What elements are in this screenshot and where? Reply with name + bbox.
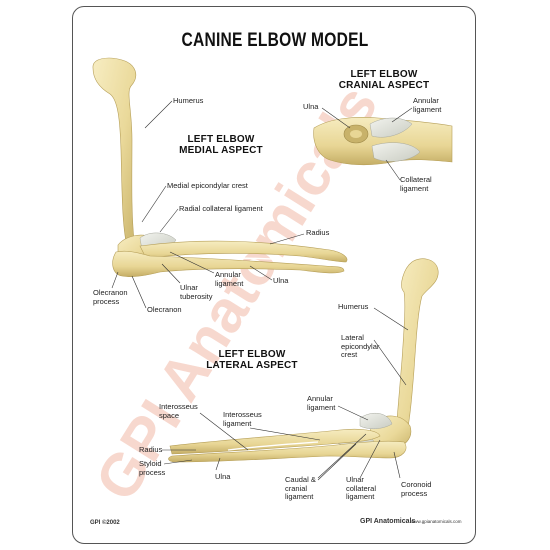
label-ulnar-collateral-ligament: Ulnar collateral ligament xyxy=(346,475,377,501)
lateral-heading: LEFT ELBOW LATERAL ASPECT xyxy=(206,349,298,371)
label-humerus-lateral: Humerus xyxy=(338,302,369,311)
label-collateral-ligament: Collateral ligament xyxy=(400,175,432,193)
label-styloid-process: Styloid process xyxy=(139,459,166,477)
label-lateral-epicondylar-crest: Lateral epicondylar crest xyxy=(341,333,380,359)
label-radius-lateral: Radius xyxy=(139,445,163,454)
label-olecranon: Olecranon xyxy=(147,305,182,314)
cranial-heading: LEFT ELBOW CRANIAL ASPECT xyxy=(338,69,430,91)
footer-brand: GPI Anatomicals xyxy=(360,518,416,525)
label-ulna-medial: Ulna xyxy=(273,276,289,285)
label-coronoid-process: Coronoid process xyxy=(401,480,432,498)
label-medial-epicondylar-crest: Medial epicondylar crest xyxy=(167,181,248,190)
label-annular-ligament-medial: Annular ligament xyxy=(215,270,244,288)
label-ulna-cranial: Ulna xyxy=(303,102,319,111)
medial-heading: LEFT ELBOW MEDIAL ASPECT xyxy=(179,134,263,156)
label-annular-ligament-cranial: Annular ligament xyxy=(413,96,442,114)
label-interosseus-ligament: Interosseus ligament xyxy=(223,410,262,428)
cranial-aspect-model xyxy=(313,117,453,166)
leader-lines xyxy=(111,100,413,481)
label-humerus-medial: Humerus xyxy=(173,96,204,105)
label-ulna-lateral: Ulna xyxy=(215,472,231,481)
label-radial-collateral-ligament: Radial collateral ligament xyxy=(179,204,263,213)
footer-copyright: GPI ©2002 xyxy=(90,520,120,526)
page-title: CANINE ELBOW MODEL xyxy=(181,30,369,51)
label-olecranon-process: Olecranon process xyxy=(93,288,128,306)
footer-url: www.gpianatomicals.com xyxy=(411,519,462,524)
label-radius-medial: Radius xyxy=(306,228,330,237)
label-ulnar-tuberosity: Ulnar tuberosity xyxy=(180,283,213,301)
label-interosseus-space: Interosseus space xyxy=(159,402,198,420)
label-caudal-cranial-ligament: Caudal & cranial ligament xyxy=(285,475,316,501)
label-annular-ligament-lateral: Annular ligament xyxy=(307,394,336,412)
medial-aspect-model xyxy=(92,57,348,277)
